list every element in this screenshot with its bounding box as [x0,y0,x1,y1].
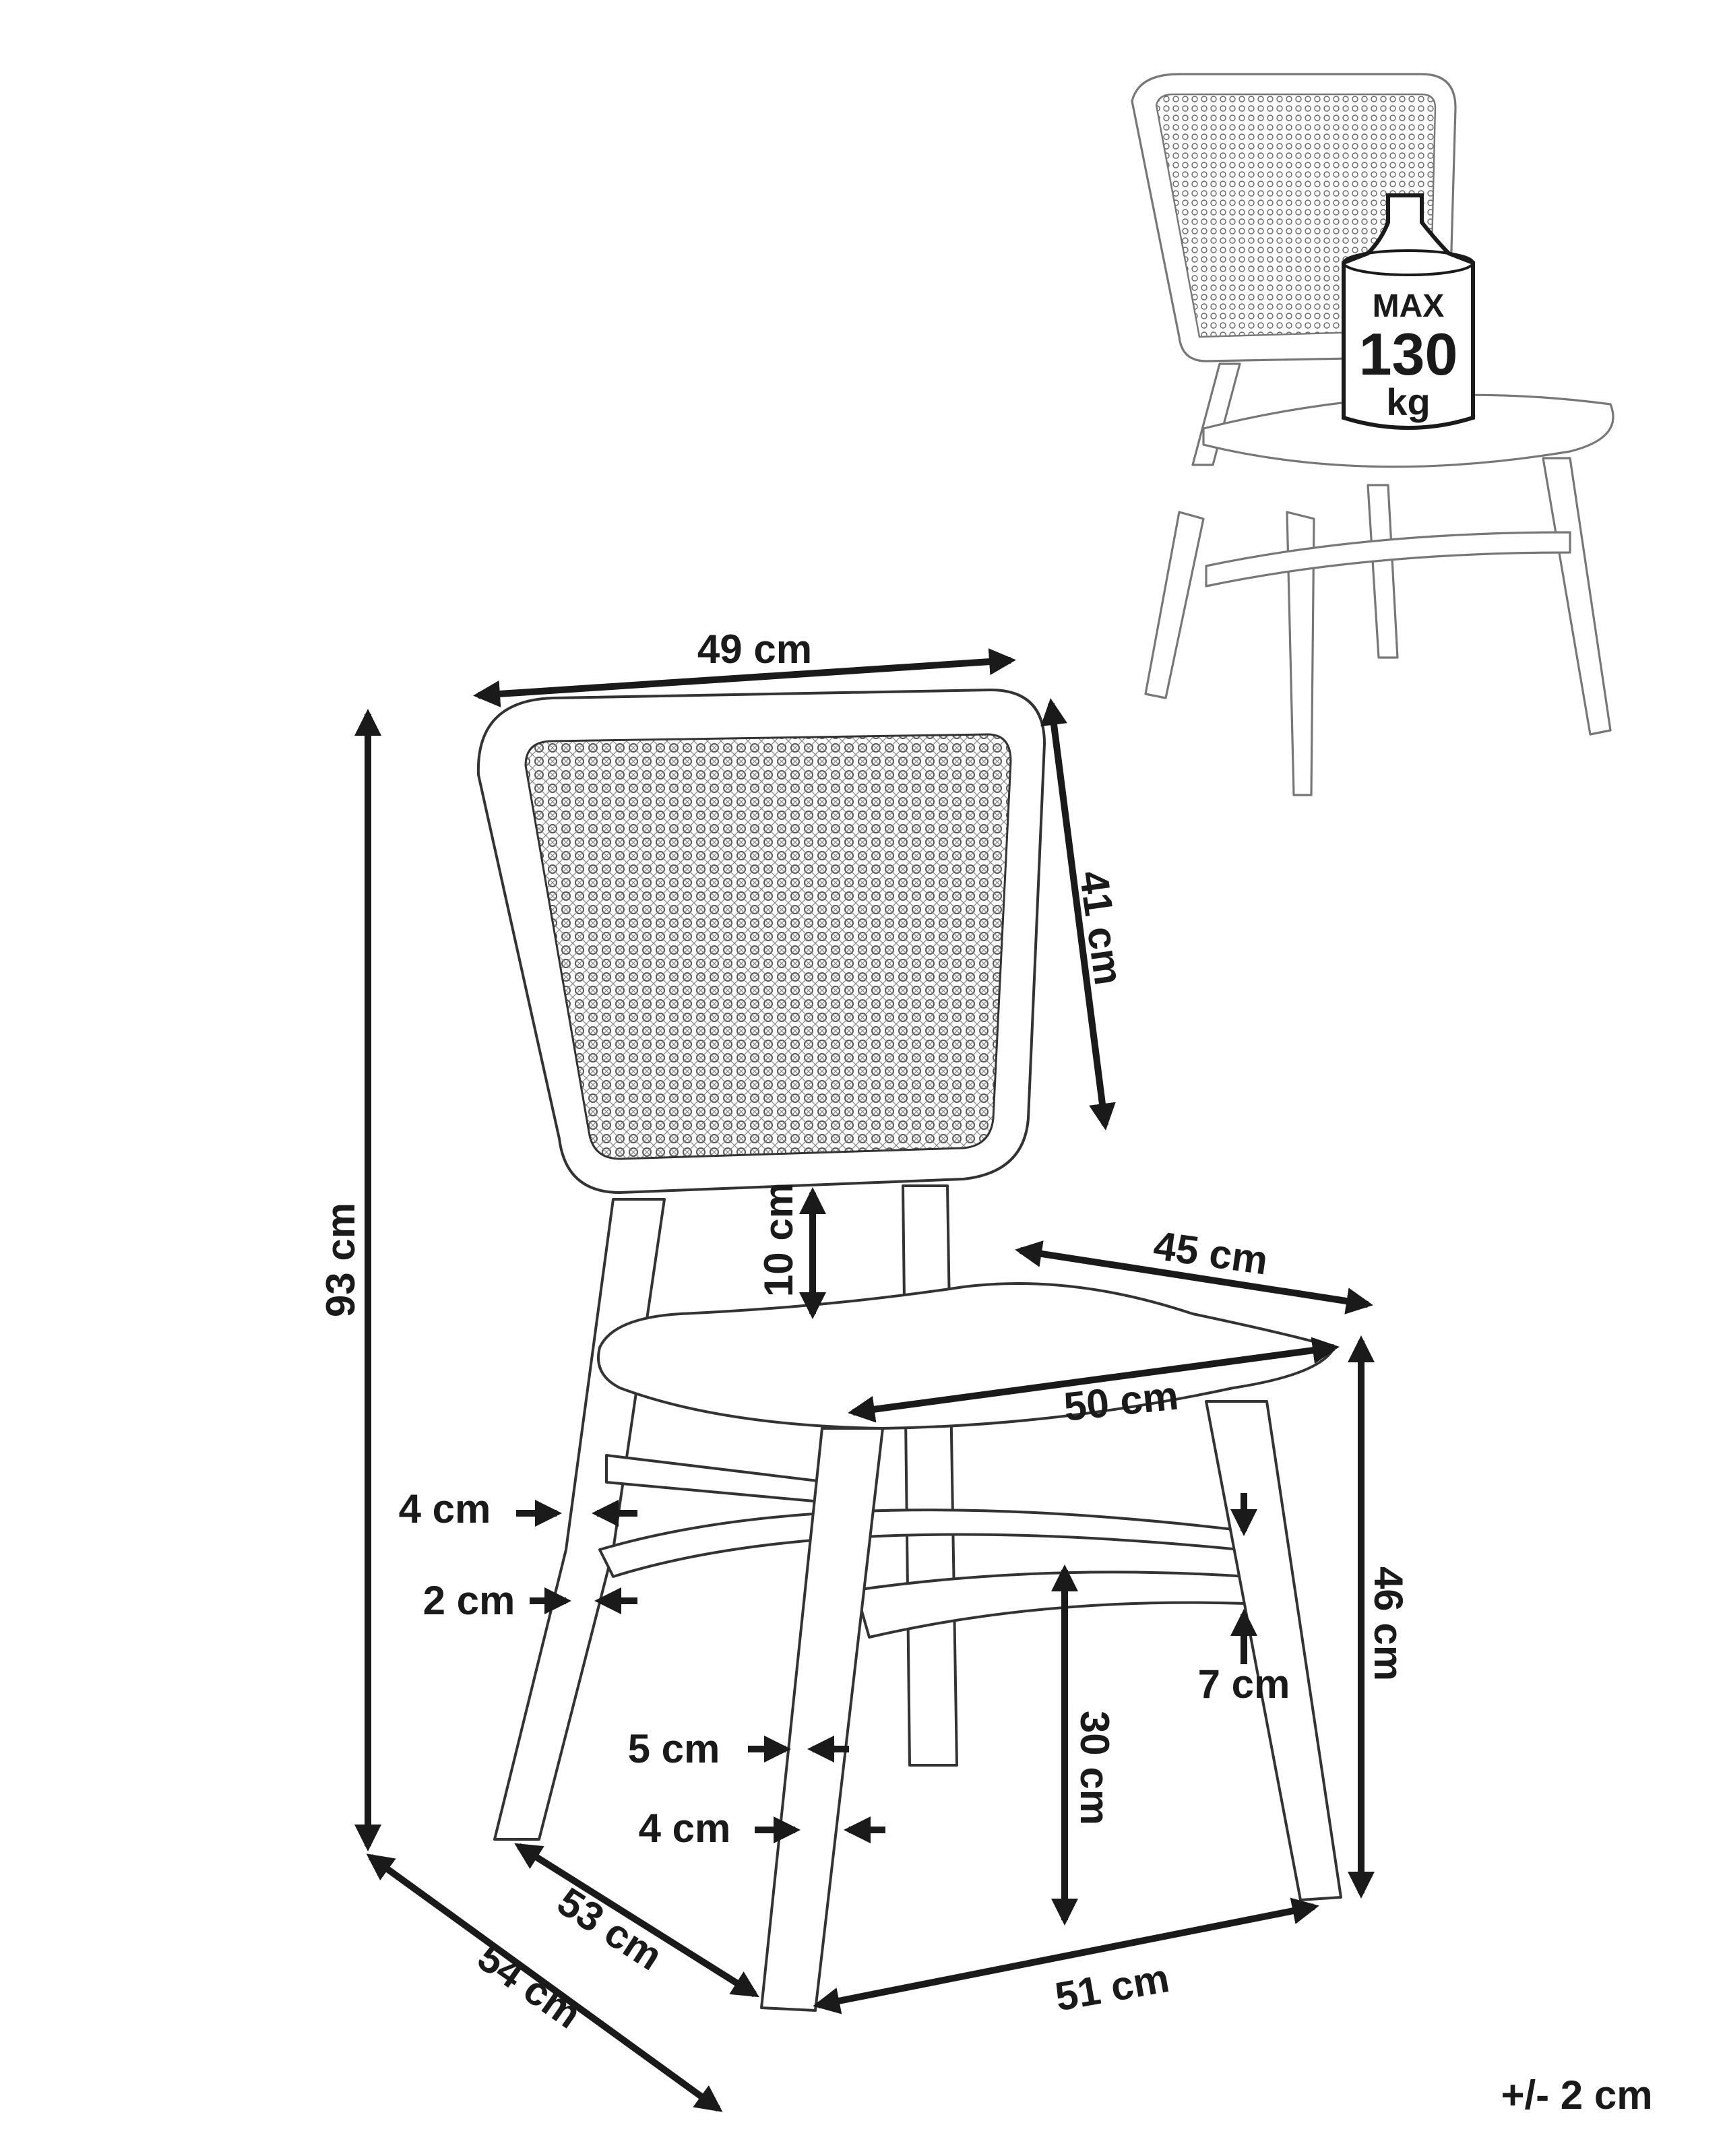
label-base-depth-outer: 54 cm [470,1934,590,2037]
label-base-width: 51 cm [1052,1955,1172,2020]
label-stretcher-height: 30 cm [1072,1711,1117,1825]
label-rear-leg-stretcher: 2 cm [423,1578,515,1623]
max-load-icon: MAX 130 kg [1342,193,1475,430]
tolerance-note: +/- 2 cm [1501,2072,1652,2118]
max-load-label: MAX [1373,288,1445,324]
dimension-lines [354,648,1375,2112]
label-front-leg-top: 5 cm [628,1726,720,1771]
label-back-height: 41 cm [1071,868,1131,988]
label-seat-height: 46 cm [1366,1566,1411,1681]
label-base-depth-inner: 53 cm [550,1878,670,1979]
label-back-width: 49 cm [697,627,812,672]
reference-chair [1131,73,1614,796]
label-rear-leg-top: 4 cm [399,1486,491,1531]
label-back-gap: 10 cm [756,1182,801,1297]
label-total-height: 93 cm [318,1203,363,1317]
label-front-leg-bottom: 4 cm [639,1806,731,1851]
max-load-value: 130 [1359,321,1458,387]
max-load-unit: kg [1386,381,1430,423]
main-chair [476,689,1342,2012]
label-stretcher-front: 7 cm [1198,1661,1290,1707]
